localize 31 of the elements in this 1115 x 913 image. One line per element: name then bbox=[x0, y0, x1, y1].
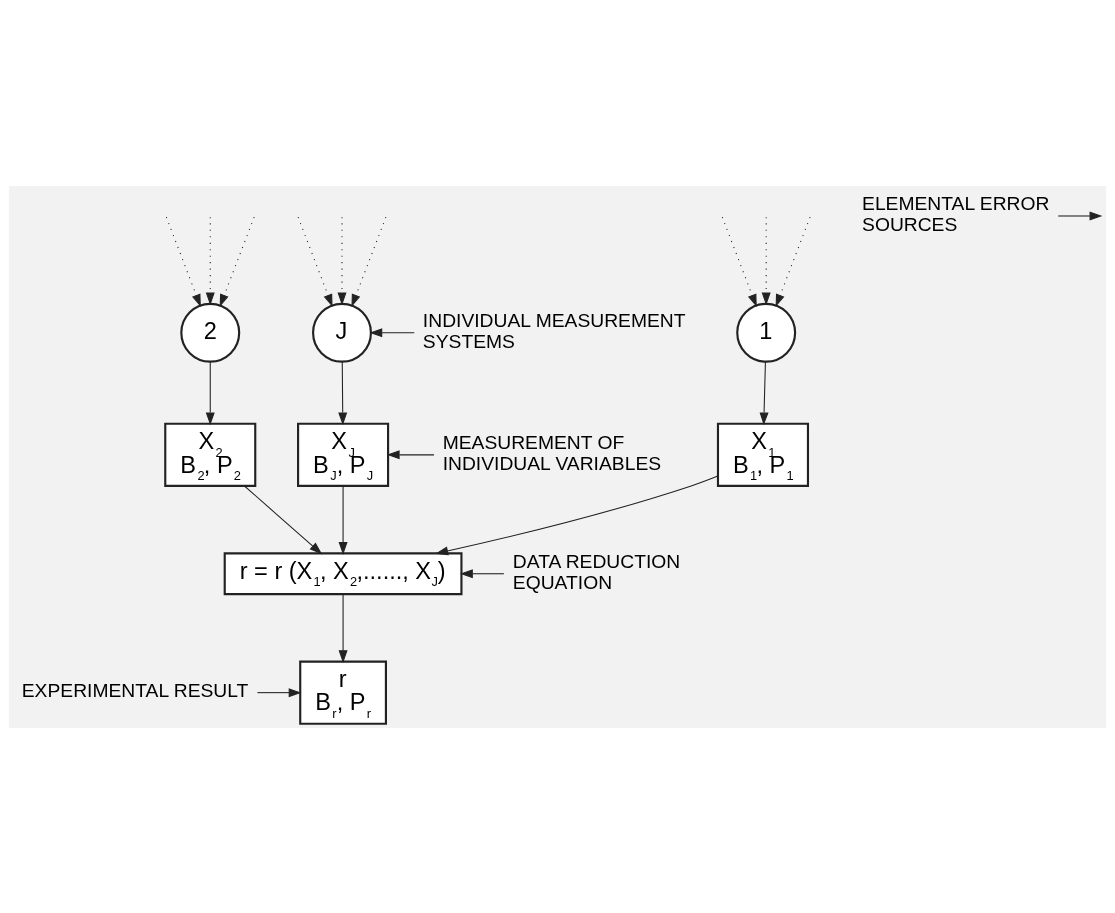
arrow bbox=[338, 593, 348, 663]
arrow bbox=[459, 568, 505, 578]
arrow bbox=[775, 216, 811, 307]
node-text: EXPERIMENTAL RESULT bbox=[21, 679, 249, 701]
arrow bbox=[721, 216, 757, 307]
node-text: ELEMENTAL ERROR SOURCES bbox=[862, 192, 1050, 235]
arrow bbox=[338, 360, 348, 425]
arrow bbox=[435, 475, 719, 555]
arrow bbox=[386, 449, 435, 459]
arrow bbox=[338, 484, 348, 555]
arrow bbox=[337, 216, 347, 305]
arrow bbox=[165, 216, 201, 307]
node-circle: 2 bbox=[180, 302, 241, 363]
arrow bbox=[759, 360, 769, 425]
arrow bbox=[1057, 211, 1103, 220]
arrow bbox=[761, 216, 771, 305]
node-box: r = r (X$_{1}$, X$_{2}$,......, X$_{J}$) bbox=[223, 551, 463, 595]
node-text: MEASUREMENT OF INDIVIDUAL VARIABLES bbox=[442, 431, 662, 474]
arrow bbox=[351, 216, 387, 307]
node-text: DATA REDUCTION EQUATION bbox=[512, 550, 681, 593]
node-box: r B$_{r}$, P$_{r}$ bbox=[299, 660, 387, 725]
node-circle: J bbox=[312, 302, 372, 363]
arrow bbox=[256, 687, 302, 697]
arrow bbox=[219, 216, 255, 307]
arrow bbox=[243, 484, 323, 554]
arrow bbox=[205, 216, 215, 305]
arrow bbox=[297, 216, 333, 307]
arrow bbox=[205, 360, 215, 425]
node-text: INDIVIDUAL MEASUREMENT SYSTEMS bbox=[422, 309, 686, 352]
arrow bbox=[369, 327, 415, 337]
node-circle: 1 bbox=[736, 302, 797, 363]
